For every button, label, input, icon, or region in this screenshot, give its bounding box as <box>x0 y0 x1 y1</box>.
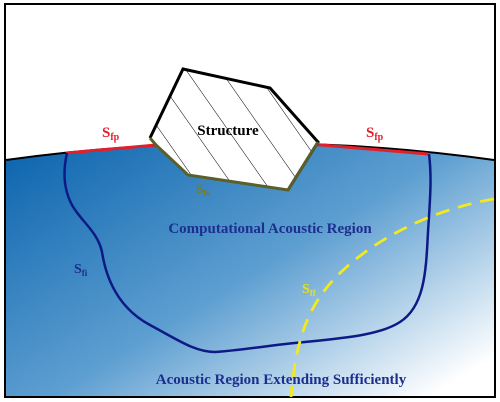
interface-curve <box>63 152 432 354</box>
far-field-boundary <box>289 197 495 398</box>
computational-region-label: Computational Acoustic Region <box>168 221 372 237</box>
sff-label: Sff <box>302 282 317 298</box>
sfp-right-label: Sfp <box>366 125 384 143</box>
diagram-border <box>4 3 496 398</box>
structure-wetted-surface <box>148 137 320 192</box>
sfp-left-label: Sfp <box>102 125 120 143</box>
structure-label: Structure <box>197 123 259 139</box>
structure-hatching <box>150 69 318 190</box>
sfs-label: Sfs <box>196 181 210 198</box>
sfp-right-segment <box>309 142 429 156</box>
sfp-left-segment <box>65 143 157 155</box>
extending-region-label: Acoustic Region Extending Sufficiently <box>156 372 407 388</box>
sfi-label: Sfi <box>74 262 88 278</box>
